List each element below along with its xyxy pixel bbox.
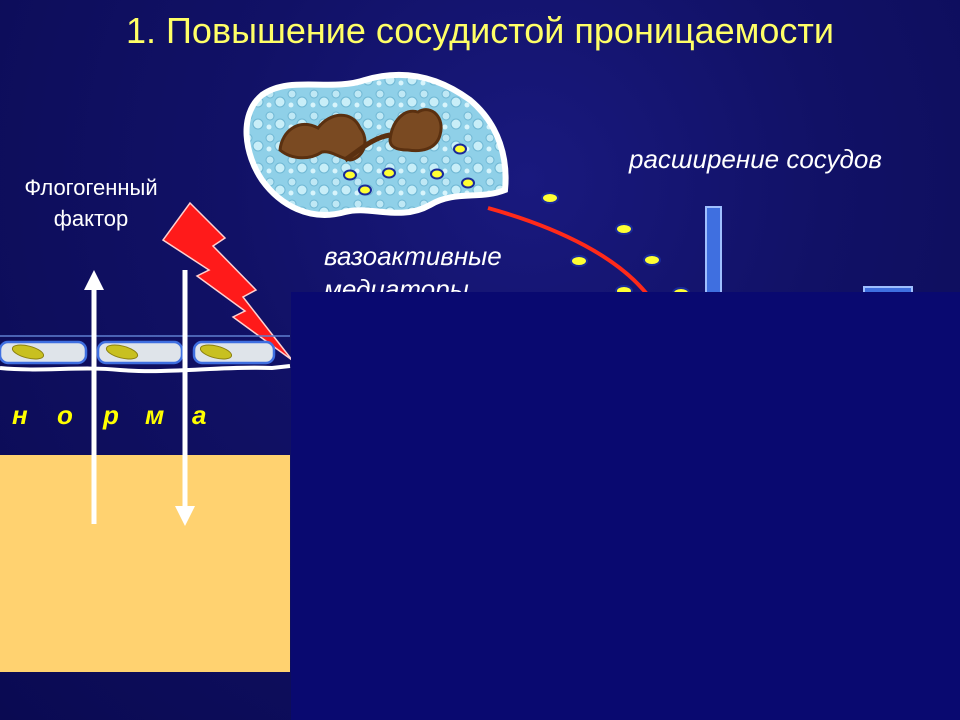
norma-letter: о bbox=[57, 400, 73, 430]
norma-letter: р bbox=[103, 400, 119, 430]
vessel-bar-left bbox=[705, 206, 722, 298]
cover-panel bbox=[291, 292, 960, 720]
norma-label: н о р м а bbox=[0, 400, 290, 434]
norma-letter: н bbox=[12, 400, 28, 430]
norma-letter: а bbox=[192, 400, 207, 430]
vasoactive-mediators-label: вазоактивные медиаторы bbox=[324, 240, 502, 306]
mediator-granules bbox=[541, 192, 690, 299]
endothelial-cell-icon bbox=[0, 340, 88, 365]
endothelial-layer bbox=[0, 335, 291, 374]
phlogogenic-label-line2: фактор bbox=[53, 206, 129, 231]
lightning-icon bbox=[161, 201, 293, 361]
slide-title: 1. Повышение сосудистой проницаемости bbox=[126, 10, 834, 51]
arrow-up-icon bbox=[84, 270, 104, 524]
vasodilation-label: расширение сосудов bbox=[629, 144, 882, 174]
vasoactive-label-line1: вазоактивные bbox=[324, 241, 502, 271]
phlogogenic-factor-label: Флогогенный фактор bbox=[0, 172, 182, 234]
arrow-down-icon bbox=[175, 270, 195, 526]
phlogogenic-label-line1: Флогогенный bbox=[24, 175, 158, 200]
mast-cell-icon bbox=[243, 71, 509, 218]
mediator-path bbox=[487, 206, 652, 300]
norma-letter: м bbox=[145, 400, 165, 430]
tissue-block bbox=[0, 455, 290, 672]
